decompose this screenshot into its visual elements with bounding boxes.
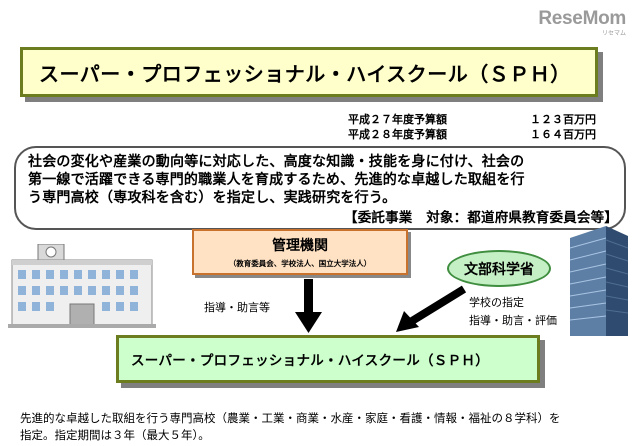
edge-label-evaluation: 指導・助言・評価 <box>469 312 557 328</box>
arrow-diagonal-icon <box>396 289 464 332</box>
footer-line-1: 先進的な卓越した取組を行う専門高校（農業・工業・商業・水産・家庭・看護・情報・福… <box>20 410 561 426</box>
sph-label: スーパー・プロフェッショナル・ハイスクール（ＳＰＨ） <box>119 349 489 369</box>
arrow-down-icon <box>295 279 322 333</box>
sph-box: スーパー・プロフェッショナル・ハイスクール（ＳＰＨ） <box>116 335 540 383</box>
edge-label-guidance: 指導・助言等 <box>204 299 270 315</box>
edge-label-designation: 学校の指定 <box>469 294 524 310</box>
footer-line-2: 指定。指定期間は３年（最大５年）。 <box>20 427 210 443</box>
